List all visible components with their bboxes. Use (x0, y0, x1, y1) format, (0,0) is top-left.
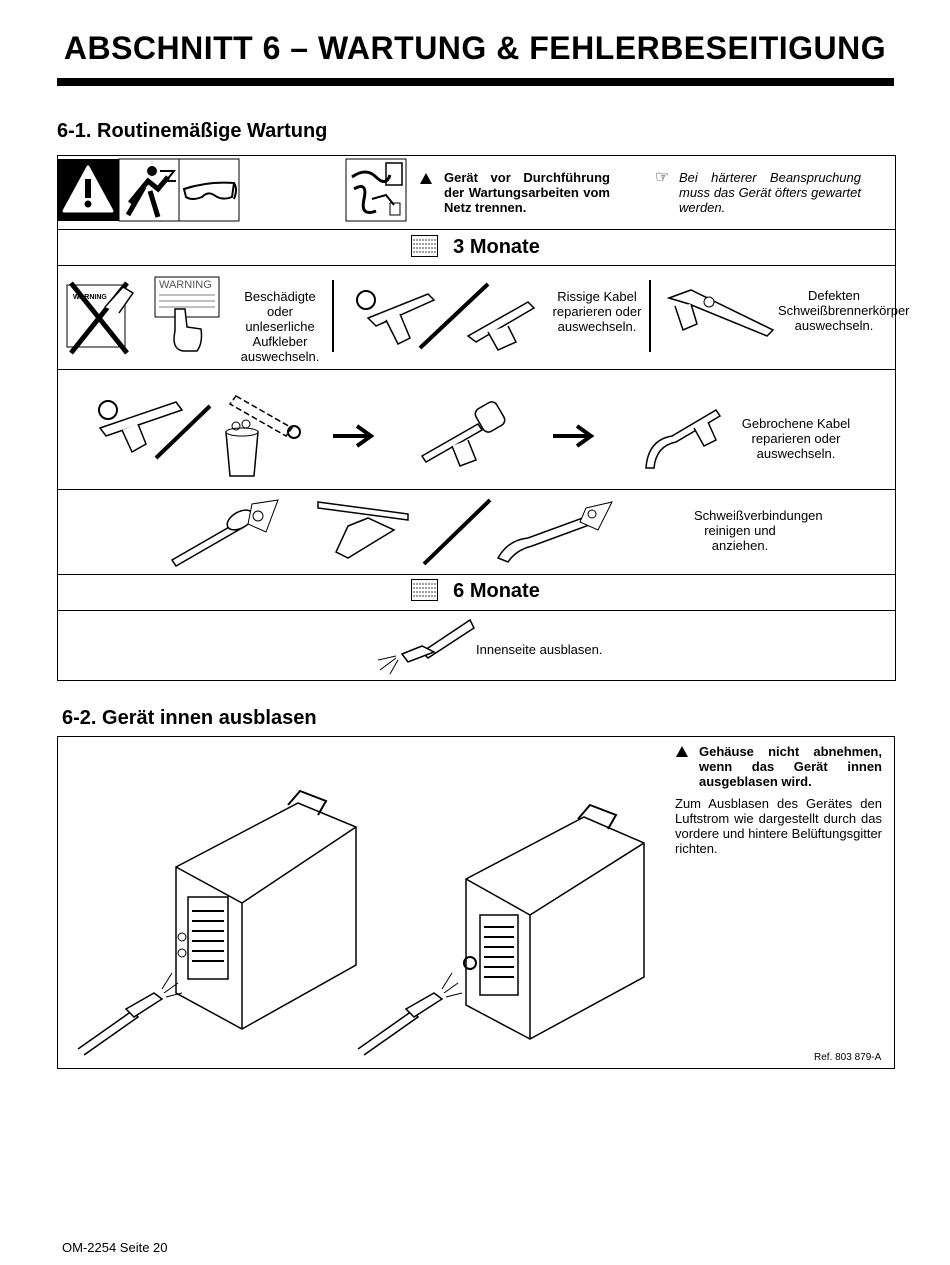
row-divider (58, 229, 895, 230)
air-nozzle-illustration (377, 618, 475, 675)
blow-out-panel: Gehäuse nicht abnehmen, wenn das Gerät i… (57, 736, 895, 1069)
calendar-icon (411, 579, 438, 601)
warning-card-text: WARNING (159, 279, 212, 291)
row-divider (58, 369, 895, 370)
welding-units-illustration (77, 789, 645, 1056)
cables-instruction: Rissige Kabel reparieren oder auswechsel… (552, 289, 642, 334)
column-divider (332, 280, 334, 352)
unplug-icon (345, 158, 407, 222)
title-rule (57, 78, 894, 86)
damaged-labels-illustration: WARNING WARNING (66, 276, 220, 355)
arrow-right-icon (333, 424, 375, 448)
weld-connections-illustration (170, 498, 613, 568)
blow-out-instructions: Zum Ausblasen des Gerätes den Luftstrom … (675, 796, 882, 856)
maintenance-table: Gerät vor Durchführung der Wartungsarbei… (57, 155, 910, 681)
row-divider (58, 610, 895, 611)
broken-cable-illustration (98, 395, 301, 477)
connector-illustration (420, 401, 506, 467)
figure-reference: Ref. 803 879-A (814, 1052, 882, 1063)
page-footer: OM-2254 Seite 20 (62, 1240, 168, 1255)
warning-triangle-icon (676, 746, 688, 757)
repaired-cable-illustration (645, 408, 722, 469)
page-title: ABSCHNITT 6 – WARTUNG & FEHLERBESEITIGUN… (63, 30, 887, 66)
service-note: Bei härterer Beanspruchung muss das Gerä… (679, 170, 861, 215)
torch-instruction: Defekten Schweißbrennerkörper auswechsel… (778, 288, 910, 333)
section-6-1-title: 6-1. Routinemäßige Wartung (57, 120, 328, 142)
interval-3-months: 3 Monate (453, 236, 540, 258)
arrow-right-icon (553, 424, 595, 448)
disconnect-warning: Gerät vor Durchführung der Wartungsarbei… (444, 170, 610, 215)
cracked-cable-illustration (356, 282, 536, 351)
warning-triangle-icon (420, 173, 432, 184)
housing-warning: Gehäuse nicht abnehmen, wenn das Gerät i… (699, 744, 882, 789)
safety-symbols (58, 158, 240, 222)
torch-body-illustration (666, 289, 775, 337)
blow-out-instruction: Innenseite ausblasen. (476, 642, 603, 657)
row-divider (58, 265, 895, 266)
warning-sticker-text: WARNING (73, 294, 107, 301)
column-divider (649, 280, 651, 352)
section-6-2-title: 6-2. Gerät innen ausblasen (62, 707, 317, 729)
row-divider (58, 489, 895, 490)
welds-instruction: Schweißverbindungen reinigen und anziehe… (694, 508, 823, 553)
labels-instruction: Beschädigte oder unleserliche Aufkleber … (240, 289, 320, 364)
row-divider (58, 574, 895, 575)
pointing-hand-icon: ☞ (655, 169, 670, 186)
interval-6-months: 6 Monate (453, 580, 540, 602)
broken-cable-instruction: Gebrochene Kabel reparieren oder auswech… (741, 416, 851, 461)
calendar-icon (411, 235, 438, 257)
